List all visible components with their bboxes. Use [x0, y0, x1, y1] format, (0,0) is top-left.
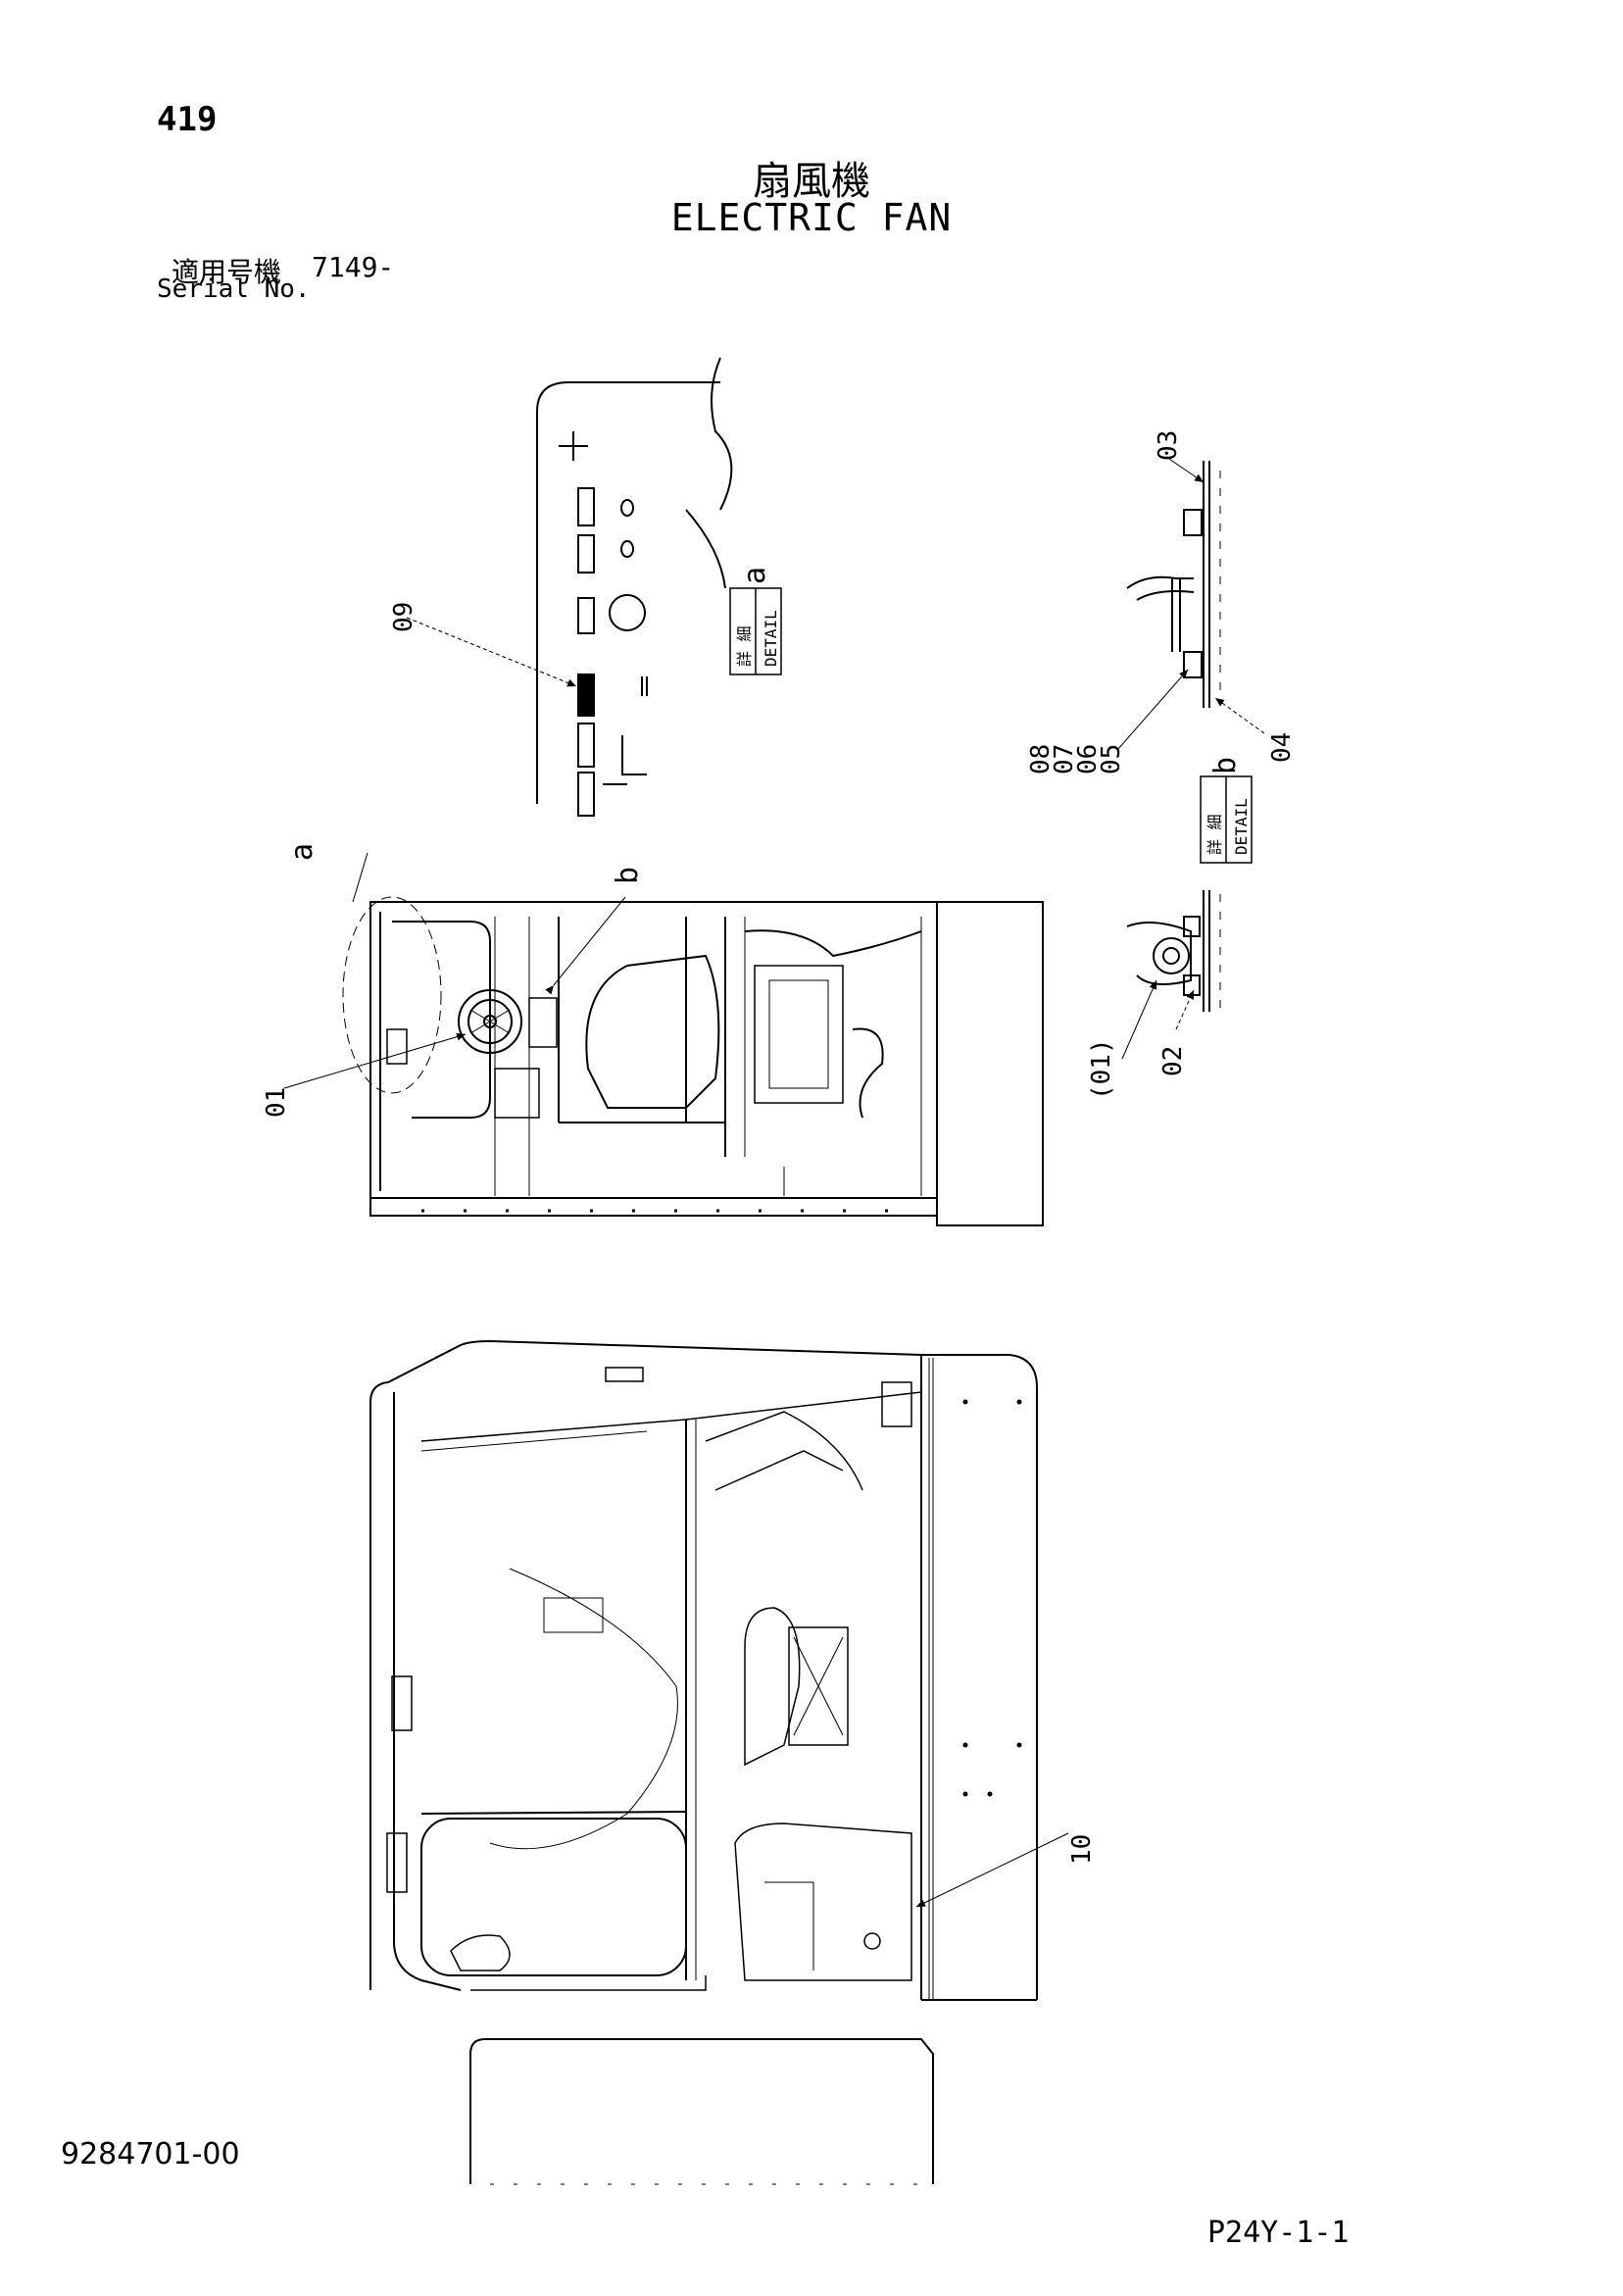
detail-a-en: DETAIL: [762, 610, 780, 667]
leader-b: [545, 896, 626, 995]
title-english: ELECTRIC FAN: [670, 196, 953, 239]
cab-base: [469, 2038, 934, 2185]
leader-04: [1214, 697, 1265, 734]
serial-label-japanese: 適用号機: [172, 256, 282, 288]
callout-01-ref: (01): [1087, 1038, 1116, 1100]
leader-a: [352, 852, 369, 903]
callout-03: 03: [1154, 430, 1183, 461]
callout-07: 07: [1050, 744, 1079, 774]
callout-05: 05: [1097, 744, 1126, 774]
serial-label-english: Serial No.: [157, 275, 311, 304]
leader-02: [1175, 989, 1195, 1030]
cab-side-view: [369, 1339, 1038, 2001]
cab-side-dots: [962, 1399, 1022, 1797]
leader-10: [915, 1832, 1069, 1908]
leader-03: [1165, 456, 1205, 483]
detail-a-label-box: 詳 細 DETAIL a: [729, 567, 782, 675]
callout-06: 06: [1073, 744, 1103, 774]
detail-b-letter: b: [1208, 757, 1243, 774]
callout-02: 02: [1158, 1046, 1188, 1076]
leader-05: [1116, 669, 1189, 751]
detail-b-jp: 詳 細: [1205, 814, 1224, 855]
leader-01-ref: [1121, 979, 1157, 1060]
detail-a-letter: a: [738, 567, 772, 584]
detail-b-en: DETAIL: [1232, 798, 1251, 855]
document-number: 9284701-00: [61, 2137, 240, 2171]
detail-b-bracket: [1126, 461, 1221, 708]
serial-value: 7149-: [312, 251, 395, 283]
fan-detail: [1126, 890, 1221, 1012]
detail-a-panel: [536, 357, 733, 817]
detail-a-jp: 詳 細: [735, 625, 754, 667]
page-number: 419: [157, 100, 218, 139]
leader-01: [283, 1032, 467, 1089]
title-japanese: 扇風機: [753, 159, 870, 204]
page-code: P24Y-1-1: [1207, 2216, 1350, 2250]
view-b-label: b: [611, 867, 645, 884]
fan-top-view: [458, 989, 558, 1054]
cab-top-view: [369, 901, 1044, 1226]
callout-08: 08: [1026, 744, 1056, 774]
callout-01: 01: [262, 1087, 291, 1118]
detail-b-label-box: 詳 細 DETAIL b: [1200, 757, 1253, 864]
callout-09: 09: [389, 602, 418, 632]
detail-a-marker: [342, 896, 442, 1094]
callout-10: 10: [1067, 1834, 1097, 1865]
callout-04: 04: [1267, 732, 1297, 763]
leader-09: [406, 617, 577, 687]
view-a-label: a: [285, 843, 320, 861]
